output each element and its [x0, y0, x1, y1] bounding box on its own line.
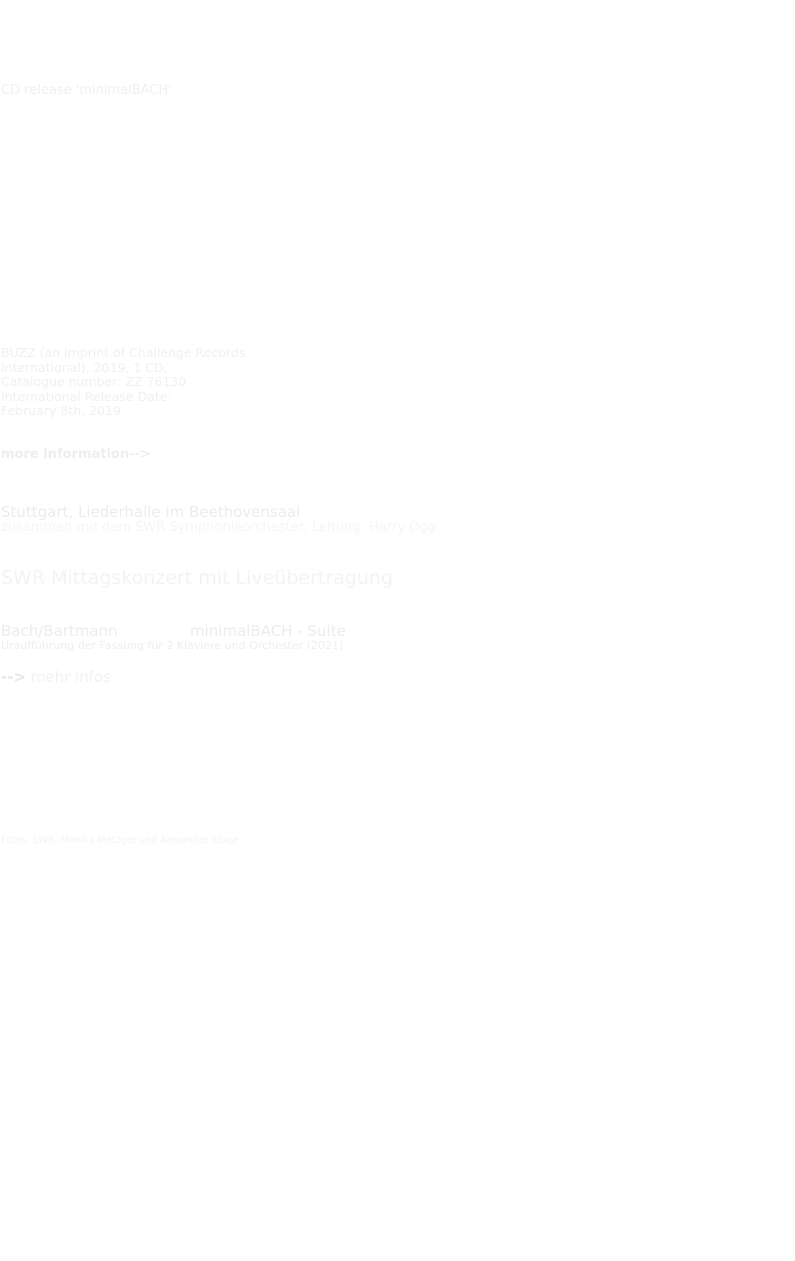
release-detail-line: BUZZ (an imprint of Challenge Records — [1, 345, 246, 360]
mehr-infos-line: --> mehr infos — [1, 668, 111, 686]
mehr-infos-link[interactable]: mehr infos — [30, 668, 112, 686]
photo-credit: Fotos: SWR, Monika Metzger und Alexander… — [1, 835, 239, 846]
release-details: BUZZ (an imprint of Challenge Records In… — [1, 345, 246, 419]
cd-release-title: CD release 'minimalBACH' — [1, 83, 172, 98]
release-detail-line: International), 2019, 1 CD, — [1, 359, 168, 375]
more-information-link[interactable]: more information--> — [1, 447, 151, 462]
arrow-icon: --> — [1, 668, 27, 686]
release-detail-line: International Release Date: — [1, 388, 172, 404]
composer: Bach/Bartmann — [1, 622, 118, 640]
work-title: minimalBACH - Suite — [190, 622, 346, 640]
release-detail-line: February 8th, 2019 — [1, 403, 121, 419]
concert-orchestra: zusammen mit dem SWR Symphonieorchester,… — [1, 520, 436, 535]
premiere-note: Uraufführung der Fassung für 2 Klaviere … — [1, 639, 344, 652]
concert-title: SWR Mittagskonzert mit Liveübertragung — [1, 567, 394, 589]
release-detail-line: Catalogue number: ZZ 76130 — [1, 374, 187, 390]
concert-venue: Stuttgart, Liederhalle im Beethovensaal — [1, 503, 301, 521]
